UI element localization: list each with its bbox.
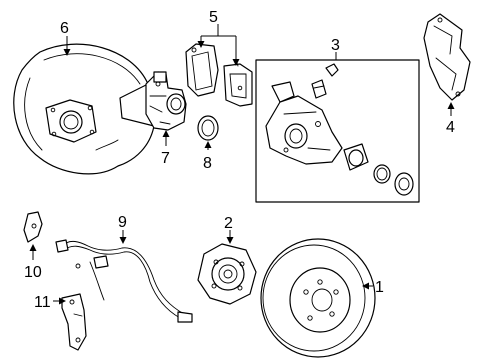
callout-5: 5 [209,9,218,26]
sensor-clamp [61,293,87,351]
piston-boot [394,172,414,196]
caliper-bracket [423,13,471,101]
callout-1: 1 [375,279,384,296]
dust-shield [13,43,155,175]
seal-ring [197,115,219,141]
callout-10: 10 [24,264,42,281]
callout-7: 7 [161,150,170,167]
callout-2: 2 [224,215,233,232]
callout-11: 11 [34,294,51,311]
speed-sensor-harness [55,239,193,323]
callout-9: 9 [118,214,127,231]
piston [343,143,369,171]
bleeder-screw [311,63,339,99]
brake-pads [185,43,253,107]
brake-rotor [260,238,376,358]
callout-4: 4 [446,119,455,136]
hub-bearing [197,243,257,305]
piston-seal [373,164,391,184]
caliper-body [265,81,343,165]
caliper-cylinder [145,71,187,131]
callout-6: 6 [60,20,69,37]
callout-8: 8 [203,155,212,172]
callout-3: 3 [331,37,340,54]
small-bracket [23,211,43,243]
